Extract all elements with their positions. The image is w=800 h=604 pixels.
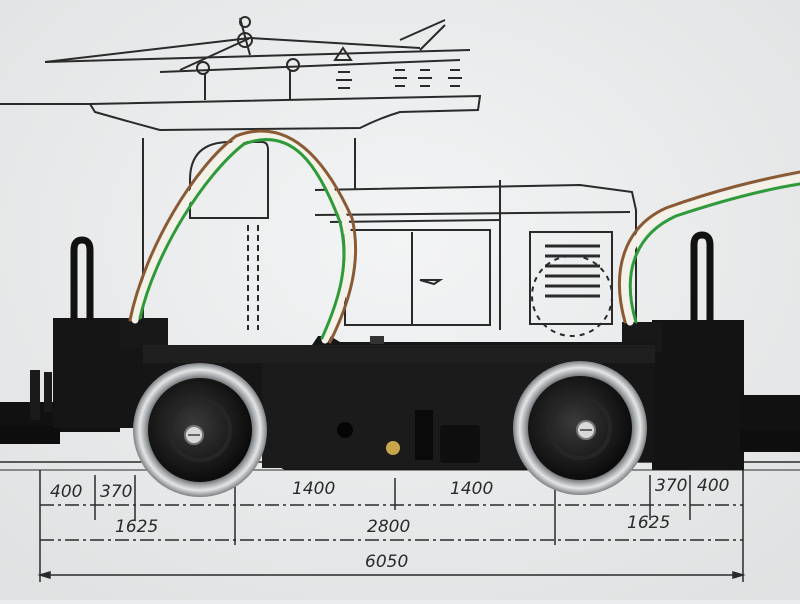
dim-mid-right-1400: 1400 bbox=[450, 479, 493, 499]
brass-contact bbox=[386, 441, 400, 455]
wire-loop-left bbox=[128, 129, 358, 344]
dim-total-6050: 6050 bbox=[365, 552, 408, 572]
dim-left-400: 400 bbox=[50, 482, 82, 502]
left-handrail bbox=[70, 236, 94, 320]
dim-center-2800: 2800 bbox=[367, 517, 410, 537]
wire-right bbox=[617, 170, 800, 326]
dim-left-370: 370 bbox=[100, 482, 132, 502]
pantograph-drawing bbox=[44, 16, 471, 100]
dim-right-400: 400 bbox=[697, 476, 729, 496]
right-handrail bbox=[690, 231, 714, 320]
dim-mid-left-1400: 1400 bbox=[292, 479, 335, 499]
dimension-lines bbox=[37, 470, 746, 582]
dim-right-1625: 1625 bbox=[627, 513, 670, 533]
dim-left-1625: 1625 bbox=[115, 517, 158, 537]
right-buffer-beam bbox=[740, 395, 800, 435]
left-wheel bbox=[133, 363, 267, 497]
right-end-block bbox=[652, 320, 744, 470]
right-wheel bbox=[513, 361, 647, 495]
locomotive-drawing bbox=[0, 16, 800, 471]
dimension-labels: 400 370 1400 1400 370 400 1625 2800 1625… bbox=[50, 476, 729, 572]
dim-right-370: 370 bbox=[655, 476, 687, 496]
